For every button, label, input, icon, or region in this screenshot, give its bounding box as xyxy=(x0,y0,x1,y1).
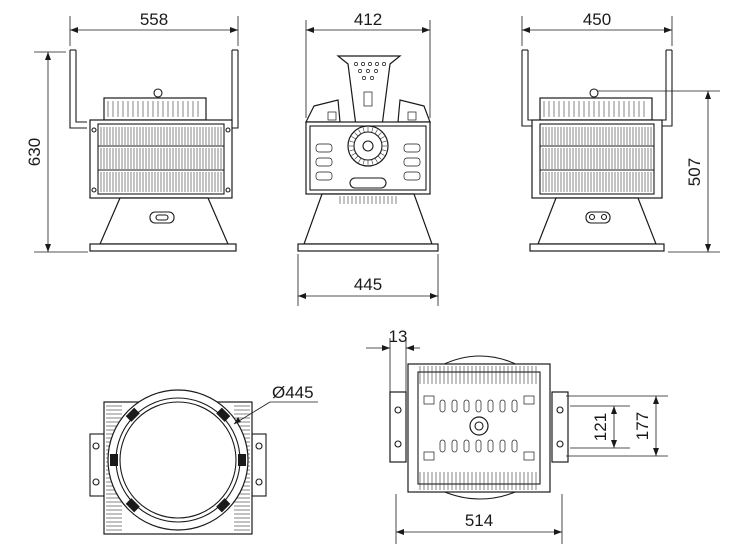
dimension-labels: 558 630 412 445 450 507 Ø445 13 121 177 … xyxy=(25,10,704,530)
lens-clip xyxy=(125,498,140,513)
dim-back-width: 450 xyxy=(583,10,611,29)
vent-slot xyxy=(499,439,506,453)
disc-tooth xyxy=(349,149,355,152)
mounting-hole xyxy=(382,62,386,66)
vent-slot xyxy=(487,439,494,453)
disc-tooth xyxy=(358,129,362,135)
disc-tooth xyxy=(374,129,378,135)
disc-tooth xyxy=(358,157,362,163)
vent-slot xyxy=(487,399,494,413)
mounting-hole xyxy=(366,69,370,73)
clamp-block xyxy=(423,395,435,405)
mounting-hole xyxy=(361,62,365,66)
dimension-lines xyxy=(34,16,720,544)
back-view xyxy=(521,49,673,252)
lens-clip xyxy=(238,454,246,466)
lens-clip xyxy=(110,454,118,466)
vent-slot xyxy=(463,399,470,413)
disc-tooth xyxy=(377,132,382,137)
vent-slot xyxy=(499,399,506,413)
front-view xyxy=(69,49,239,252)
disc-tooth xyxy=(351,152,357,156)
lens-clip xyxy=(216,407,231,422)
disc-tooth xyxy=(349,140,355,143)
bracket-slot xyxy=(363,91,373,107)
disc-tooth xyxy=(371,159,374,165)
side-view xyxy=(297,55,439,252)
disc-tooth xyxy=(379,152,385,156)
dim-hole-spacing-outer: 177 xyxy=(633,412,652,440)
lens-view xyxy=(89,389,267,535)
mounting-hole xyxy=(375,62,379,66)
dim-side-width: 412 xyxy=(354,10,382,29)
vent-slot xyxy=(403,143,421,153)
lens-clip xyxy=(216,498,231,513)
vent-slot xyxy=(463,439,470,453)
vent-slot xyxy=(315,171,333,181)
dim-front-width: 558 xyxy=(140,10,168,29)
clamp-block xyxy=(327,111,337,121)
disc-tooth xyxy=(377,155,382,160)
disc-tooth xyxy=(362,159,365,165)
mounting-hole xyxy=(354,62,358,66)
dim-lens-diameter: Ø445 xyxy=(272,383,314,402)
dim-front-height: 630 xyxy=(25,138,44,166)
clamp-block xyxy=(523,395,535,405)
vent-slot xyxy=(403,157,421,167)
mounting-hole xyxy=(368,62,372,66)
clamp-block xyxy=(407,111,417,121)
dim-top-overall-width: 514 xyxy=(465,511,493,530)
dim-hole-spacing-inner: 121 xyxy=(591,413,610,441)
disc-tooth xyxy=(374,157,378,163)
disc-tooth xyxy=(354,155,359,160)
vent-slot xyxy=(439,399,446,413)
disc-tooth xyxy=(381,140,387,143)
vent-slot xyxy=(451,399,458,413)
disc-tooth xyxy=(354,132,359,137)
vent-slot xyxy=(511,439,518,453)
vent-slot xyxy=(451,439,458,453)
disc-tooth xyxy=(371,127,374,133)
mounting-hole xyxy=(370,76,374,80)
dim-back-height: 507 xyxy=(685,158,704,186)
vent-slot xyxy=(475,399,482,413)
mounting-hole xyxy=(358,69,362,73)
disc-tooth xyxy=(379,136,385,140)
top-view xyxy=(389,355,569,500)
lens-clip xyxy=(125,407,140,422)
vent-slot xyxy=(475,439,482,453)
vent-slot xyxy=(403,171,421,181)
vent-slot xyxy=(439,439,446,453)
clamp-block xyxy=(423,451,435,461)
disc-tooth xyxy=(362,127,365,133)
disc-tooth xyxy=(381,149,387,152)
clamp-block xyxy=(523,451,535,461)
dim-bracket-thickness: 13 xyxy=(389,327,408,346)
vent-slot xyxy=(315,157,333,167)
vent-slot xyxy=(511,399,518,413)
disc-tooth xyxy=(351,136,357,140)
dim-side-base-width: 445 xyxy=(354,275,382,294)
mounting-hole xyxy=(362,76,366,80)
vent-slot xyxy=(315,143,333,153)
mounting-hole xyxy=(374,69,378,73)
